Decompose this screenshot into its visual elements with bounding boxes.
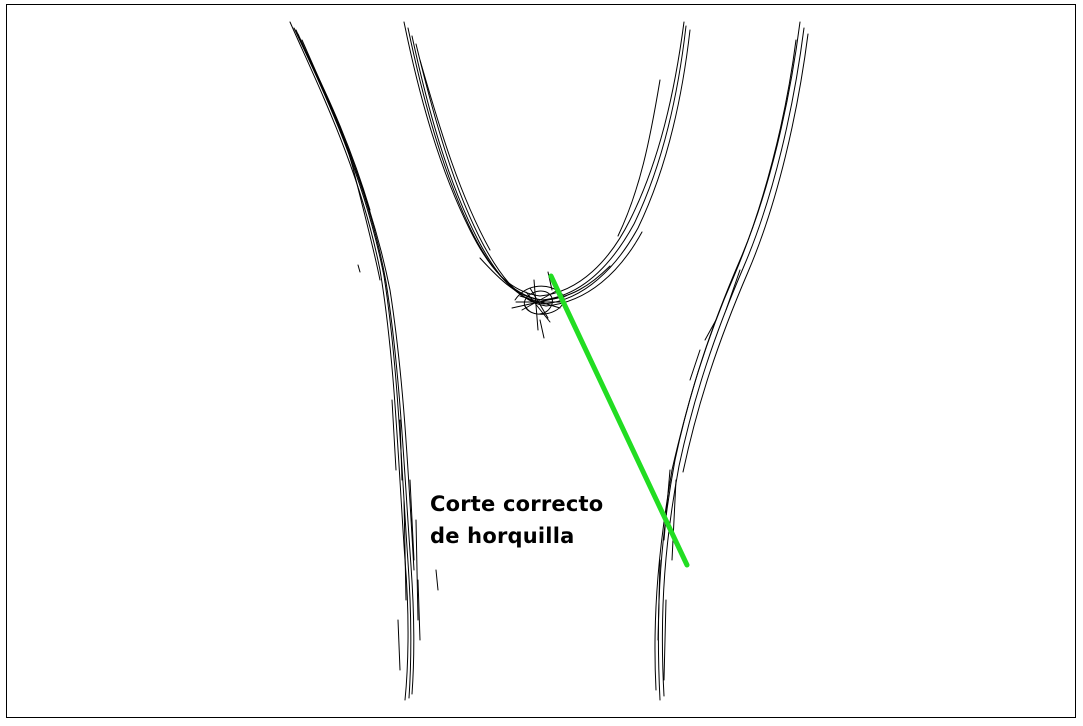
crotch-scribble bbox=[512, 272, 566, 338]
right-trunk-outline bbox=[655, 22, 808, 700]
caption-line-2: de horquilla bbox=[430, 520, 603, 552]
fork-crotch-outline bbox=[404, 22, 690, 306]
left-trunk-outline bbox=[290, 22, 438, 700]
caption-line-1: Corte correcto bbox=[430, 488, 603, 520]
cut-caption: Corte correcto de horquilla bbox=[430, 488, 603, 552]
